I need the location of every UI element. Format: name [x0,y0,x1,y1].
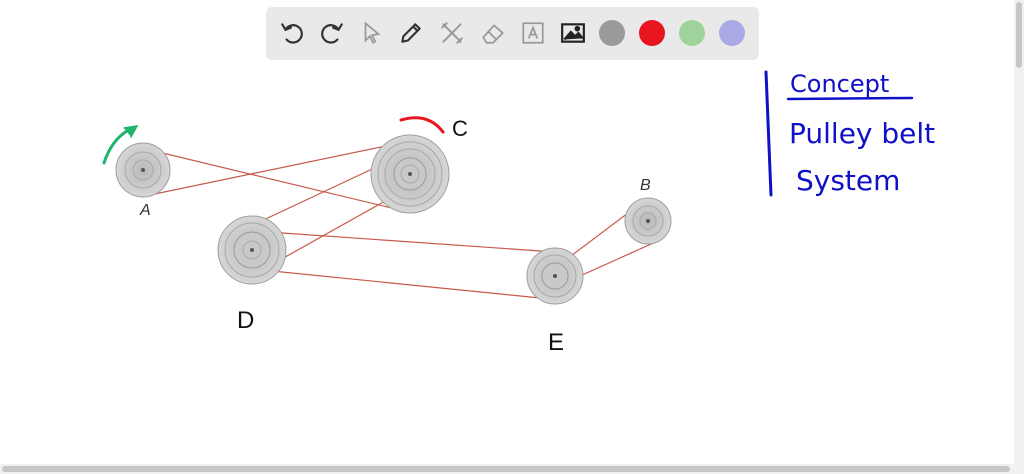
color-swatch-gray[interactable] [599,20,625,46]
image-button[interactable] [559,19,587,47]
label-b: B [640,177,651,194]
pulley-c [370,134,450,214]
color-swatch-red[interactable] [639,20,665,46]
notes-divider [764,70,773,197]
label-c: C [452,116,468,141]
note-title-underline [786,96,914,101]
color-swatch-green[interactable] [679,20,705,46]
tools-icon [441,22,463,44]
drawing-canvas[interactable]: A B C D E Concept Pulley belt System [0,0,1014,464]
vertical-scrollbar[interactable] [1014,0,1024,464]
pulley-d [217,215,287,285]
drawing-toolbar [266,7,759,60]
pulley-a [115,142,171,198]
label-e: E [548,329,564,356]
vertical-scroll-thumb[interactable] [1016,2,1022,68]
green-rotation-arrow-icon [102,125,139,165]
note-title: Concept [790,70,889,98]
label-d: D [237,307,254,334]
pen-button[interactable] [397,19,425,47]
horizontal-scrollbar[interactable] [0,464,1024,474]
color-swatch-purple[interactable] [719,20,745,46]
pulley-b [624,197,672,245]
undo-button[interactable] [278,19,306,47]
select-button[interactable] [358,19,386,47]
text-button[interactable] [519,19,547,47]
red-rotation-arc [399,116,445,134]
eraser-icon [482,24,504,44]
tools-button[interactable] [438,19,466,47]
note-line-2: System [796,164,900,197]
redo-button[interactable] [318,19,346,47]
undo-icon [281,23,303,44]
pen-icon [401,23,421,43]
text-box-icon [522,22,544,44]
redo-icon [321,23,343,44]
label-a: A [139,202,151,219]
eraser-button[interactable] [479,19,507,47]
pointer-icon [364,21,381,44]
image-icon [561,23,585,43]
pulley-e [526,247,584,305]
note-line-1: Pulley belt [789,117,935,150]
horizontal-scroll-thumb[interactable] [2,466,1010,472]
